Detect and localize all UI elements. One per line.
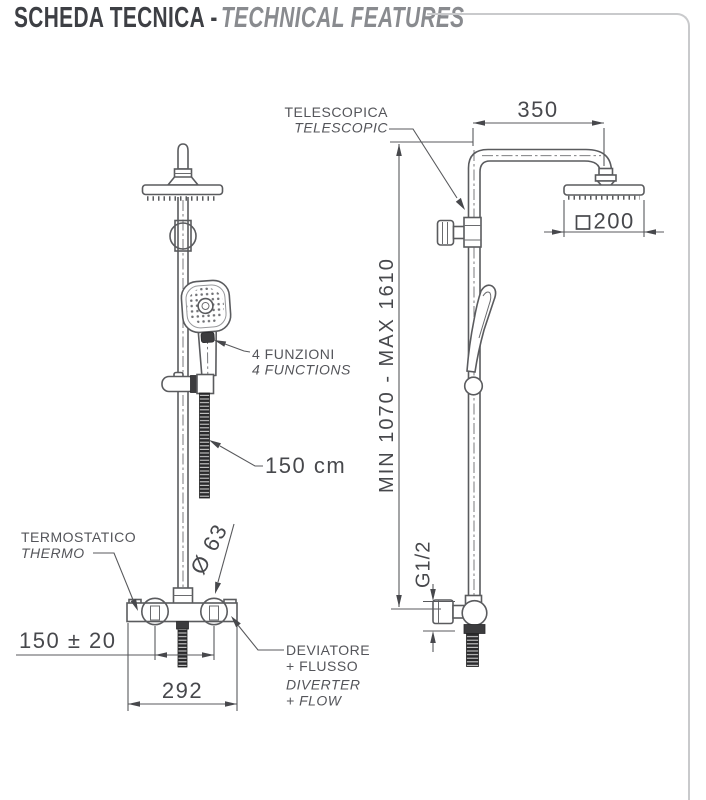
label-diverter-en1: DIVERTER: [286, 677, 361, 693]
label-functions-it: 4 FUNZIONI: [252, 346, 335, 362]
label-telescopica-it: TELESCOPICA: [284, 104, 388, 120]
wall-bracket-knob: [436, 219, 455, 246]
title-italian: SCHEDA TECNICA -: [14, 2, 218, 34]
label-thermo-it: TERMOSTATICO: [21, 529, 136, 545]
title-english: TECHNICAL FEATURES: [220, 2, 465, 34]
side-view: 350 200 MIN 1070 - MAX 1610 G1/2: [376, 97, 664, 667]
function-selector-button: [200, 331, 215, 344]
hand-shower-side: [466, 284, 497, 373]
callout-labels: TELESCOPICA TELESCOPIC 4 FUNZIONI 4 FUNC…: [21, 104, 465, 709]
label-diverter-it2: + FLUSSO: [286, 658, 358, 674]
label-diverter-it1: DEVIATORE: [286, 642, 370, 658]
wall-flange: [432, 599, 454, 625]
label-hose-length: 150 cm: [265, 453, 346, 478]
label-diverter-en2: + FLOW: [286, 693, 343, 709]
hand-shower: [180, 279, 232, 378]
label-functions-en: 4 FUNCTIONS: [252, 362, 351, 378]
dim-arm-projection: 350: [517, 97, 558, 122]
dim-handle-diameter: Ø 63: [185, 519, 232, 578]
sheet-frame-border: [427, 13, 690, 800]
pole-ring-joint: [169, 222, 197, 250]
dim-inlet-spacing: 150 ± 20: [19, 628, 116, 653]
diverter-handle: [200, 597, 229, 626]
dim-head-width: 200: [594, 209, 635, 234]
rain-shower-head: [141, 184, 224, 196]
top-pipe: [177, 143, 189, 170]
label-telescopica-en: TELESCOPIC: [294, 120, 388, 136]
page-title: SCHEDA TECNICA - TECHNICAL FEATURES: [14, 2, 464, 35]
rain-head-side: [563, 184, 645, 196]
shower-hose: [199, 392, 210, 499]
temperature-handle: [141, 597, 170, 626]
front-view: 150 ± 20 292 Ø 63: [16, 143, 238, 711]
dim-thread-size: G1/2: [413, 541, 435, 588]
dim-body-width: 292: [162, 678, 203, 703]
square-symbol: [575, 215, 591, 230]
dim-height-range: MIN 1070 - MAX 1610: [376, 257, 398, 493]
label-thermo-en: THERMO: [21, 545, 85, 561]
valve-handle-side: [461, 599, 488, 627]
